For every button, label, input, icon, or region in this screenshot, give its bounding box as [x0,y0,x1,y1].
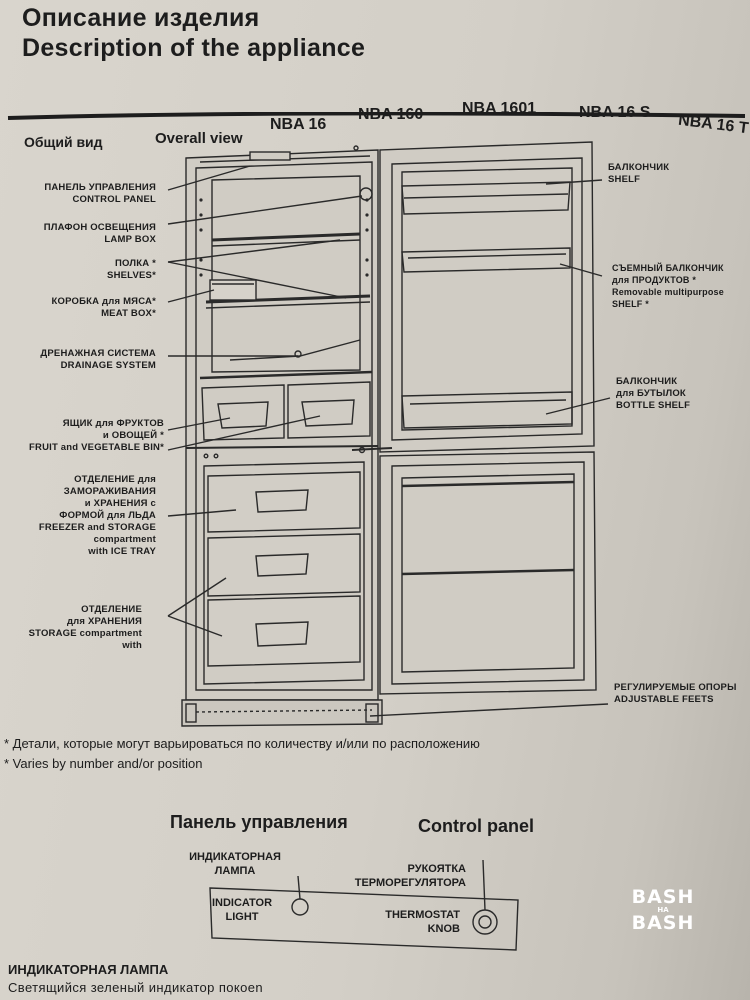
label-meat-box-ru: КОРОБКА для МЯСА* [51,296,156,307]
label-bottle-shelf: БАЛКОНЧИК для БУТЫЛОК BOTTLE SHELF [616,376,746,412]
indicator-label-en-2: LIGHT [225,911,259,923]
indicator-label-ru-2: ЛАМПА [214,865,256,877]
label-freezer-3: и ХРАНЕНИЯ с [84,498,156,509]
knob-label-ru: РУКОЯТКА ТЕРМОРЕГУЛЯТОРА [336,862,466,890]
label-veg-bin-ru-1: ЯЩИК для ФРУКТОВ [62,418,164,429]
label-veg-bin: ЯЩИК для ФРУКТОВ и ОВОЩЕЙ * FRUIT and VE… [6,418,164,454]
overall-view-label: Overall view [155,130,243,147]
indicator-section-heading: ИНДИКАТОРНАЯ ЛАМПА [8,962,169,977]
label-freezer-1: ОТДЕЛЕНИЕ для [74,474,156,485]
label-veg-bin-ru-2: и ОВОЩЕЙ * [102,430,164,441]
model-nba16: NBA 16 [270,116,327,133]
logo-top: BASH [631,886,695,908]
label-freezer-6: compartment [93,534,156,545]
label-removable-shelf-2: для ПРОДУКТОВ * [612,275,697,285]
label-drainage-ru: ДРЕНАЖНАЯ СИСТЕМА [40,348,156,359]
label-feet-en: ADJUSTABLE FEETS [614,694,714,705]
model-nba1601: NBA 1601 [462,100,537,117]
label-freezer-2: ЗАМОРАЖИВАНИЯ [63,486,156,497]
knob-label-ru-1: РУКОЯТКА [407,863,466,875]
label-control-panel-en: CONTROL PANEL [72,194,156,205]
label-removable-shelf-3: Removable multipurpose [612,287,724,297]
model-nba16s: NBA 16 S [579,104,651,121]
label-shelves: ПОЛКА * SHELVES* [6,258,156,282]
bash-na-bash-logo: BASH НА BASH [628,888,698,946]
label-freezer-5: FREEZER and STORAGE [38,522,156,533]
label-shelf-en: SHELF [608,174,641,185]
indicator-label-ru-1: ИНДИКАТОРНАЯ [189,851,281,863]
label-veg-bin-en: FRUIT and VEGETABLE BIN* [29,442,164,453]
title-english: Description of the appliance [22,34,366,62]
label-storage-3: STORAGE compartment [28,628,142,639]
indicator-label-en: INDICATOR LIGHT [202,896,282,924]
label-feet: РЕГУЛИРУЕМЫЕ ОПОРЫ ADJUSTABLE FEETS [614,682,748,706]
label-feet-ru: РЕГУЛИРУЕМЫЕ ОПОРЫ [614,682,737,693]
knob-label-ru-2: ТЕРМОРЕГУЛЯТОРА [354,877,466,889]
title-russian: Описание изделия [22,4,260,32]
logo-bottom: BASH [631,912,695,934]
logo-middle: НА [657,906,669,914]
knob-label-en-1: THERMOSTAT [385,909,460,921]
label-shelf-ru: БАЛКОНЧИК [608,162,670,173]
label-freezer-7: with ICE TRAY [88,546,156,557]
label-lamp-box-ru: ПЛАФОН ОСВЕЩЕНИЯ [43,222,156,233]
label-meat-box: КОРОБКА для МЯСА* MEAT BOX* [6,296,156,320]
label-shelves-en: SHELVES* [107,270,156,281]
label-storage-1: ОТДЕЛЕНИЕ [81,604,142,615]
label-drainage-en: DRAINAGE SYSTEM [60,360,156,371]
note-russian: * Детали, которые могут варьироваться по… [4,736,480,751]
knob-label-en-2: KNOB [427,923,460,935]
label-freezer: ОТДЕЛЕНИЕ для ЗАМОРАЖИВАНИЯ и ХРАНЕНИЯ с… [6,474,156,558]
model-nba160: NBA 160 [358,106,424,123]
label-lamp-box-en: LAMP BOX [104,234,156,245]
label-drainage: ДРЕНАЖНАЯ СИСТЕМА DRAINAGE SYSTEM [6,348,156,372]
label-bottle-shelf-1: БАЛКОНЧИК [616,376,678,387]
indicator-label-en-1: INDICATOR [211,897,273,909]
label-bottle-shelf-2: для БУТЫЛОК [616,388,686,399]
label-control-panel: ПАНЕЛЬ УПРАВЛЕНИЯ CONTROL PANEL [6,182,156,206]
label-removable-shelf-4: SHELF * [612,299,649,309]
label-meat-box-en: MEAT BOX* [101,308,156,319]
control-panel-title-ru: Панель управления [170,812,348,832]
label-freezer-4: ФОРМОЙ для ЛЬДА [59,510,156,521]
indicator-section-text: Светящийся зеленый индикатор покоеn [8,980,264,995]
label-removable-shelf: СЪЕМНЫЙ БАЛКОНЧИК для ПРОДУКТОВ * Remova… [612,262,748,310]
label-control-panel-ru: ПАНЕЛЬ УПРАВЛЕНИЯ [44,182,156,193]
knob-label-en: THERMOSTAT KNOB [360,908,460,936]
label-shelves-ru: ПОЛКА * [114,258,156,269]
label-shelf: БАЛКОНЧИК SHELF [608,162,738,186]
label-lamp-box: ПЛАФОН ОСВЕЩЕНИЯ LAMP BOX [6,222,156,246]
label-storage-2: для ХРАНЕНИЯ [66,616,142,627]
label-storage-4: with [122,640,142,651]
control-panel-title-en: Control panel [418,816,534,836]
title-rule [7,112,746,120]
note-english: * Varies by number and/or position [4,756,203,771]
indicator-label-ru: ИНДИКАТОРНАЯ ЛАМПА [180,850,290,878]
label-storage: ОТДЕЛЕНИЕ для ХРАНЕНИЯ STORAGE compartme… [6,604,142,652]
general-view-label: Общий вид [24,134,103,150]
label-bottle-shelf-3: BOTTLE SHELF [616,400,691,411]
label-removable-shelf-1: СЪЕМНЫЙ БАЛКОНЧИК [612,263,724,273]
